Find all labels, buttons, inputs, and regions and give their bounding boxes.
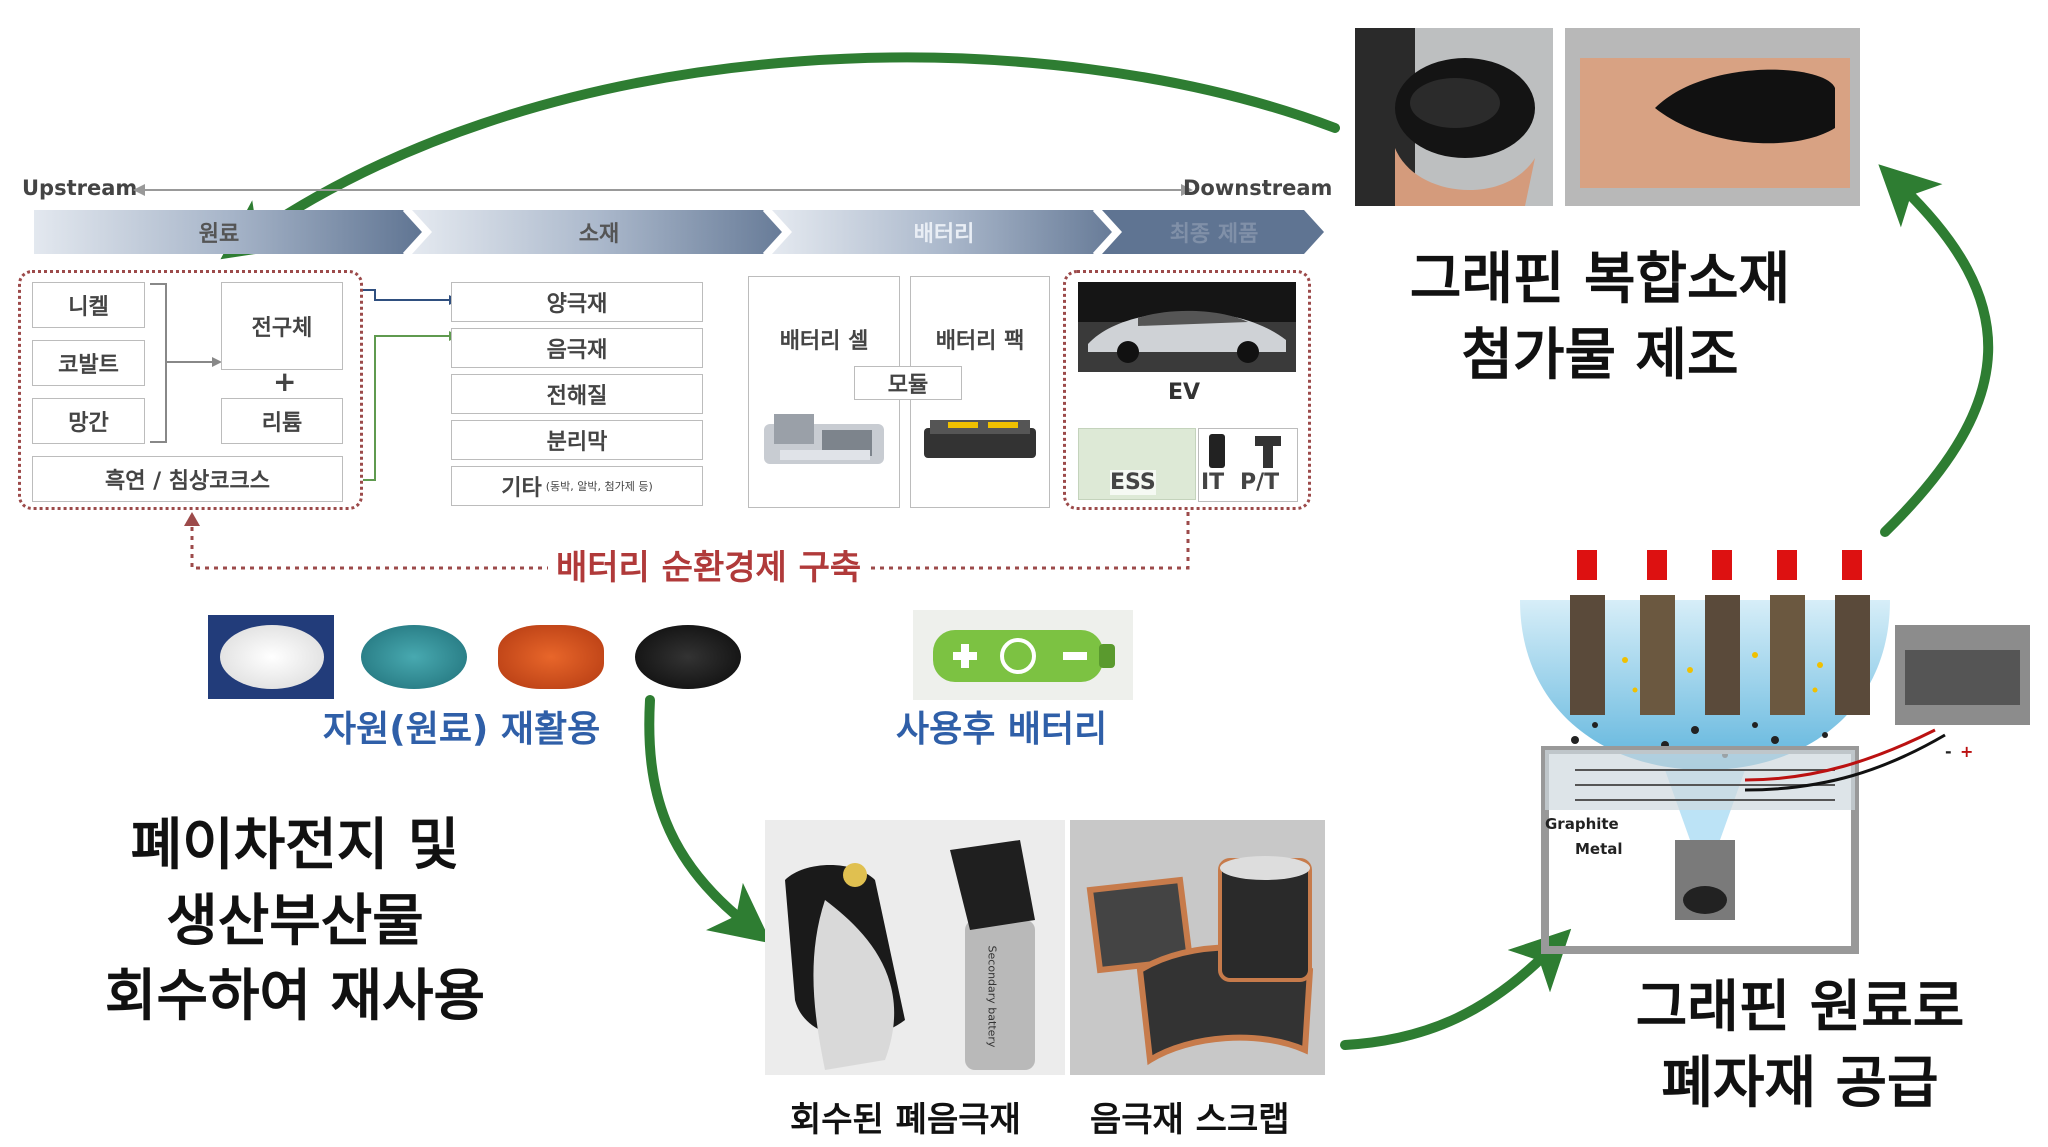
device-minus-label: - [1945, 742, 1952, 761]
ev-car-image [1078, 282, 1296, 372]
graphene-paste-photo [1355, 28, 1553, 206]
material-etc-label: 기타 [501, 476, 542, 501]
arrow-top [220, 52, 1340, 260]
anode-scrap-photo [1070, 820, 1325, 1075]
material-electrolyte: 전해질 [451, 374, 703, 414]
stage-battery: 배터리 [913, 222, 975, 247]
arrow-bottom-right [1340, 928, 1572, 1050]
exfoliation-device-illustration [1520, 540, 2030, 954]
bottom-right-line-2: 폐자재 공급 [1661, 1050, 1939, 1116]
circular-loop-line [184, 512, 1190, 570]
raw-to-material-arrows [363, 289, 459, 481]
material-etc: 기타 (동박, 알박, 첨가제 등) [451, 466, 703, 506]
material-cathode: 양극재 [451, 282, 703, 322]
battery-pack-label: 배터리 팩 [935, 329, 1025, 354]
battery-cell-box: 배터리 셀 [748, 276, 900, 508]
stage-chevrons [34, 210, 1324, 254]
value-chain: Upstream Downstream 원 [18, 170, 1332, 770]
black-powder-image [625, 615, 751, 699]
used-battery-image [913, 610, 1133, 700]
caption-anode-scrap: 음극재 스크랩 [1090, 1100, 1290, 1140]
battery-pack-box: 배터리 팩 [910, 276, 1050, 508]
final-products-group [1063, 270, 1311, 510]
raw-nickel: 니켈 [32, 282, 145, 328]
scrap-image [1070, 820, 1325, 1075]
device-graphite-label: Graphite [1545, 815, 1619, 833]
material-separator: 분리막 [451, 420, 703, 460]
final-it: IT [1201, 470, 1225, 495]
material-etc-note: (동박, 알박, 첨가제 등) [545, 480, 653, 493]
copper-sheet-image [1565, 28, 1860, 206]
battery-module: 모듈 [854, 366, 962, 400]
upstream-label: Upstream [22, 176, 138, 200]
recycle-label: 자원(원료) 재활용 [323, 709, 601, 750]
recovered-anode-photo: Secondary battery [765, 820, 1065, 1075]
teal-powder-image [351, 615, 477, 699]
battery-cell-label: 배터리 셀 [779, 329, 869, 354]
stage-raw: 원료 [198, 222, 240, 247]
final-pt: P/T [1240, 470, 1280, 495]
left-text-line-3: 회수하여 재사용 [104, 964, 486, 1030]
orange-powder-image [488, 615, 614, 699]
arrow-down [644, 695, 772, 944]
upstream-downstream-line [133, 184, 1193, 196]
top-right-description: 그래핀 복합소재 첨가물 제조 [1360, 242, 1840, 393]
stage-material: 소재 [578, 222, 620, 247]
battery-cell-photo [764, 414, 884, 464]
top-right-line-1: 그래핀 복합소재 [1409, 247, 1791, 312]
raw-lithium: 리튬 [221, 398, 343, 444]
left-text-line-1: 폐이차전지 및 [130, 813, 460, 878]
caption-recovered-anode: 회수된 폐음극재 [790, 1100, 1021, 1140]
downstream-label: Downstream [1183, 176, 1333, 200]
bottom-right-line-1: 그래핀 원료로 [1635, 975, 1965, 1040]
left-description: 폐이차전지 및 생산부산물 회수하여 재사용 [40, 808, 550, 1035]
device-metal-label: Metal [1575, 840, 1623, 858]
raw-plus: + [273, 365, 297, 398]
raw-precursor: 전구체 [221, 282, 343, 370]
battery-pack-photo [924, 420, 1036, 458]
raw-materials-group [18, 270, 363, 510]
circular-economy-label: 배터리 순환경제 구축 [548, 540, 870, 589]
arrow-right-up [1878, 164, 1994, 537]
device-plus-label: + [1960, 742, 1974, 761]
jar-hand-image [1355, 28, 1553, 206]
raw-cobalt: 코발트 [32, 340, 145, 386]
bottom-right-description: 그래핀 원료로 폐자재 공급 [1575, 970, 2025, 1121]
raw-manganese: 망간 [32, 398, 145, 444]
white-powder-image [208, 615, 334, 699]
graphene-coating-photo [1565, 28, 1860, 206]
material-anode: 음극재 [451, 328, 703, 368]
final-ess: ESS [1110, 470, 1156, 495]
left-text-line-2: 생산부산물 [166, 888, 424, 954]
bracket-arrow [150, 283, 222, 443]
used-battery-label: 사용후 배터리 [896, 709, 1108, 750]
stage-bar: 원료 소재 배터리 최종 제품 [34, 210, 1324, 254]
final-ev: EV [1168, 380, 1201, 405]
battery-side-text: Secondary battery [985, 945, 999, 1048]
phone-drill-icon [1209, 434, 1281, 468]
stage-final: 최종 제품 [1169, 222, 1259, 247]
rolled-anode-image [765, 820, 1065, 1075]
top-right-line-2: 첨가물 제조 [1461, 322, 1739, 388]
raw-graphite: 흑연 / 침상코크스 [32, 456, 343, 502]
